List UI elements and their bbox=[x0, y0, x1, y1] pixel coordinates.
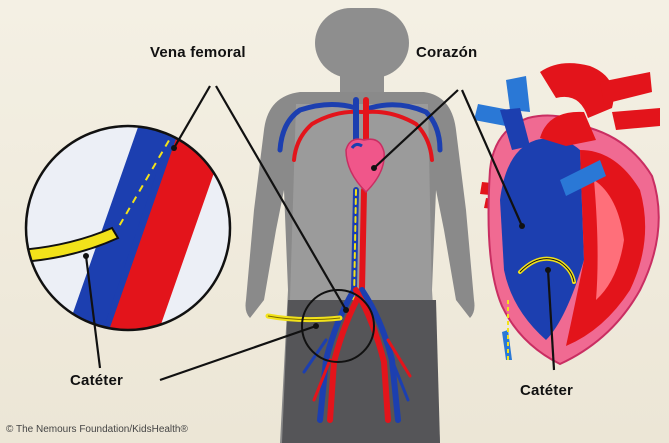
label-catheter-left: Catéter bbox=[70, 372, 123, 389]
body-silhouette bbox=[246, 8, 475, 443]
label-femoral-vein: Vena femoral bbox=[150, 44, 246, 61]
label-catheter-right: Catéter bbox=[520, 382, 573, 399]
label-heart: Corazón bbox=[416, 44, 477, 61]
large-heart bbox=[474, 63, 660, 364]
copyright-credit: © The Nemours Foundation/KidsHealth® bbox=[6, 424, 188, 435]
magnified-vessel bbox=[20, 110, 236, 350]
